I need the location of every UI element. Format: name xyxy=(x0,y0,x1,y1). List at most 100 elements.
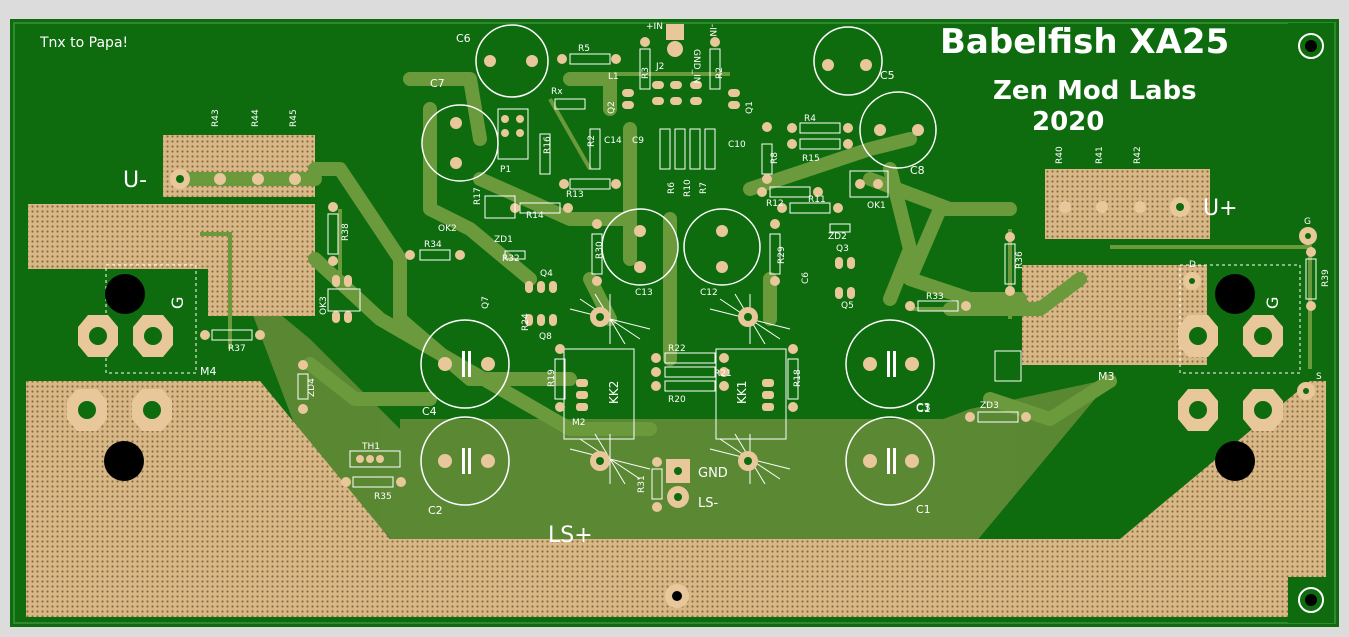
component-label: R5 xyxy=(578,44,590,54)
component-label: Q1 xyxy=(745,101,755,114)
component-label: L1 xyxy=(608,72,619,82)
cap-c6 xyxy=(475,24,549,98)
resistor-pads xyxy=(200,37,1316,512)
cap-c5 xyxy=(813,26,883,96)
cap-c4 xyxy=(420,319,510,409)
ls-minus-label: LS- xyxy=(698,496,718,511)
component-label: R40 xyxy=(1055,146,1065,164)
component-label: Q2 xyxy=(607,101,617,114)
component-label: R20 xyxy=(668,395,686,405)
c10-label: C10 xyxy=(728,140,746,150)
u-minus-label: U- xyxy=(123,168,147,193)
component-label: R10 xyxy=(683,179,693,197)
header-pads xyxy=(170,24,1317,508)
component-label: R38 xyxy=(341,223,351,241)
component-label: R6 xyxy=(667,182,677,194)
component-label: R21 xyxy=(714,369,732,379)
pcb-board: Babelfish XA25 Zen Mod Labs 2020 Tnx to … xyxy=(10,19,1339,627)
terminal-pad-left-4 xyxy=(132,389,172,431)
resistor-labels: R43 R44 R45 R40 R41 R42 R38 R37 R36 R39 … xyxy=(211,44,1331,502)
c1-label: C1 xyxy=(916,402,931,415)
cap-c1 xyxy=(845,416,935,506)
g-small-label: G xyxy=(1304,217,1311,227)
c4-label: C4 xyxy=(422,405,437,418)
component-label: R3 xyxy=(641,67,651,79)
kk2-label: KK2 xyxy=(607,381,621,404)
c6-label: C6 xyxy=(456,32,471,45)
cap-pads xyxy=(438,55,924,468)
component-label: J2 xyxy=(655,62,664,72)
pcb-svg: Babelfish XA25 Zen Mod Labs 2020 Tnx to … xyxy=(10,19,1339,627)
optocoupler-outlines xyxy=(327,108,1022,468)
c7-label: C7 xyxy=(430,77,445,90)
component-label: OK3 xyxy=(319,296,329,315)
component-label: R45 xyxy=(289,109,299,127)
board-title: Babelfish XA25 xyxy=(940,22,1229,62)
component-label: R11 xyxy=(808,195,826,205)
component-label: R22 xyxy=(668,344,686,354)
cap-c2 xyxy=(420,416,510,506)
component-label: R34 xyxy=(424,240,442,250)
c13-label: C13 xyxy=(635,288,653,298)
cap-c8 xyxy=(859,91,937,169)
component-label: R12 xyxy=(766,199,784,209)
c8-label: C8 xyxy=(910,164,925,177)
mount-hole xyxy=(104,441,144,481)
c1b-label: C1 xyxy=(916,503,931,516)
terminal-pad-left-2 xyxy=(133,315,173,357)
component-label: R33 xyxy=(926,292,944,302)
terminal-pad-right-3 xyxy=(1178,389,1218,431)
terminal-pad-right-4 xyxy=(1243,389,1283,431)
component-label: R2 xyxy=(715,67,725,79)
c12-label: C12 xyxy=(700,288,718,298)
component-label: OK2 xyxy=(438,224,457,234)
gnd-label: GND xyxy=(698,466,728,481)
component-label: P1 xyxy=(500,165,511,175)
component-label: R13 xyxy=(566,190,584,200)
power-terminals xyxy=(67,274,1283,481)
component-label: R37 xyxy=(228,344,246,354)
gnd-in-label: GND_IN xyxy=(691,49,701,84)
cap-polarity-bars xyxy=(462,351,896,474)
component-label: Q4 xyxy=(540,269,553,279)
cap-c3 xyxy=(845,319,935,409)
component-label: R8 xyxy=(770,152,780,164)
mount-hole xyxy=(1215,274,1255,314)
component-label: R18 xyxy=(793,369,803,387)
component-label: R14 xyxy=(526,211,544,221)
mount-hole xyxy=(1215,441,1255,481)
component-label: Q3 xyxy=(836,244,849,254)
component-label: R36 xyxy=(1015,251,1025,269)
copper-pours xyxy=(240,281,1110,549)
u-plus-label: U+ xyxy=(1203,196,1238,221)
d-label: D xyxy=(1189,260,1196,270)
component-label: R35 xyxy=(374,492,392,502)
terminal-pad-left-3 xyxy=(67,389,107,431)
c5-label: C5 xyxy=(880,69,895,82)
resistor-outlines xyxy=(211,48,1317,500)
component-label: Q5 xyxy=(841,301,854,311)
board-company: Zen Mod Labs xyxy=(993,76,1197,106)
component-label: Q8 xyxy=(539,332,552,342)
component-label: ZD3 xyxy=(980,401,999,411)
component-label: R4 xyxy=(804,114,816,124)
component-label: ZD1 xyxy=(494,235,513,245)
component-label: R30 xyxy=(595,241,605,259)
semi-labels: Q1 Q2 Q3 Q4 Q5 Q7 Q8 OK1 OK2 OK3 ZD1 ZD2… xyxy=(307,62,999,411)
cap-c12 xyxy=(683,208,761,286)
copper-dot-areas xyxy=(26,135,1326,617)
in-minus-label: -IN xyxy=(707,24,717,37)
terminal-pad-right-2 xyxy=(1243,315,1283,357)
m4-label: M4 xyxy=(200,365,217,378)
terminal-pad-left-1 xyxy=(78,315,118,357)
component-label: ZD4 xyxy=(307,378,317,397)
component-label: R17 xyxy=(473,187,483,205)
c9-label: C9 xyxy=(632,136,644,146)
th1-label: TH1 xyxy=(361,442,380,452)
component-label: R44 xyxy=(251,109,261,127)
component-label: R41 xyxy=(1095,146,1105,164)
component-label: R43 xyxy=(211,109,221,127)
component-label: R24 xyxy=(521,313,531,331)
s-label: S xyxy=(1316,372,1322,382)
g-left-label: G xyxy=(168,297,187,309)
